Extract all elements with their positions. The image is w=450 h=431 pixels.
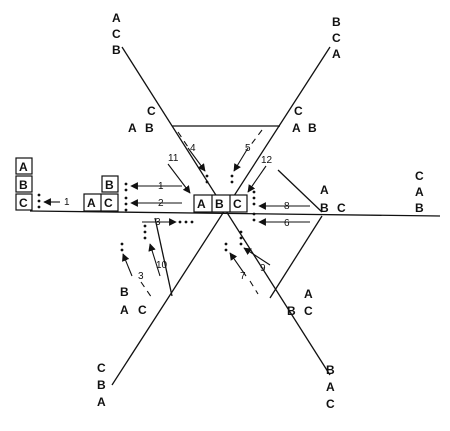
label-1-left: 1 (64, 197, 70, 208)
stack-lower-left-inner-3: C (138, 303, 147, 317)
box-center-label-2: B (215, 197, 224, 211)
label-12: 12 (261, 155, 273, 166)
label-4: 4 (190, 143, 196, 154)
stack-top-right-3: A (332, 47, 341, 61)
box-left-stack-3 (15, 193, 33, 211)
label-11: 11 (168, 153, 179, 164)
right-triangle-lower (269, 215, 323, 299)
stack-inner-upper-left-2: A (128, 121, 137, 135)
arrow-12 (247, 165, 267, 193)
stack-right-far-3: B (415, 201, 424, 215)
stack-bottom-right-2: A (326, 380, 335, 394)
arrow-10 (148, 243, 161, 277)
box-left-stack-2 (15, 175, 33, 193)
label-3-horizontal: 3 (155, 217, 161, 228)
arrow-9 (243, 247, 271, 266)
diagonal-ne-sw (111, 46, 331, 386)
box-mid-pair-label-2: C (104, 196, 113, 210)
structure-lines (29, 46, 441, 386)
label-8: 8 (284, 201, 290, 212)
stack-top-left-3: B (112, 43, 121, 57)
stack-bottom-left-1: C (97, 361, 106, 375)
stack-top-left-1: A (112, 11, 121, 25)
left-triangle-side (154, 217, 173, 297)
label-7: 7 (240, 271, 246, 282)
stack-bottom-right-1: B (326, 363, 335, 377)
stack-right-far-2: A (415, 185, 424, 199)
stack-top-right-2: C (332, 31, 341, 45)
stack-bottom-right-3: C (326, 397, 335, 411)
position-dots (37, 174, 256, 252)
label-3-lower: 3 (138, 271, 144, 282)
label-6: 6 (284, 218, 290, 229)
label-5: 5 (245, 143, 251, 154)
stack-lower-right-inner-1: A (304, 287, 313, 301)
stack-inner-upper-right-2: A (292, 121, 301, 135)
box-mid-pair-label-1: A (87, 196, 96, 210)
stack-lower-left-inner-2: A (120, 303, 129, 317)
arrow-5 (233, 147, 249, 172)
stack-inner-upper-left-3: B (145, 121, 154, 135)
move-arrows (43, 147, 310, 277)
block-boxes: A B C B A C A B C (15, 157, 248, 213)
stack-right-inner-2: B (320, 201, 329, 215)
box-center-label-1: A (197, 197, 206, 211)
stack-right-inner-3: C (337, 201, 346, 215)
stack-lower-left-inner-1: B (120, 285, 129, 299)
stack-top-left-2: C (112, 27, 121, 41)
stack-right-inner-1: A (320, 183, 329, 197)
right-triangle-side (277, 169, 323, 213)
stack-bottom-left-3: A (97, 395, 106, 409)
stack-lower-right-inner-3: C (304, 304, 313, 318)
box-left-stack-1 (15, 157, 33, 175)
box-mid-top-label: B (105, 178, 114, 192)
box-center-label-3: C (233, 197, 242, 211)
box-left-stack-label-2: B (19, 178, 28, 192)
letter-stacks: A C B B C A C A B C A B C A B A B C B A … (97, 11, 424, 411)
label-2: 2 (158, 198, 164, 209)
label-9: 9 (260, 263, 266, 274)
arrow-11 (167, 163, 191, 194)
dashed-tails (140, 129, 263, 299)
move-labels: 1 1 2 3 3 4 5 6 7 8 9 10 11 12 (64, 143, 290, 282)
box-left-stack-label-1: A (19, 160, 28, 174)
label-1-mid: 1 (158, 181, 164, 192)
stack-inner-upper-right-1: C (294, 104, 303, 118)
stack-inner-upper-right-3: B (308, 121, 317, 135)
arrow-7 (229, 252, 247, 277)
stack-lower-right-inner-2: B (287, 304, 296, 318)
box-center-triple (193, 194, 248, 213)
arrow-3-lower (122, 253, 133, 277)
stack-bottom-left-2: B (97, 378, 106, 392)
horizontal-axis (29, 210, 441, 217)
box-left-stack-label-3: C (19, 196, 28, 210)
stack-top-right-1: B (332, 15, 341, 29)
stack-right-far-1: C (415, 169, 424, 183)
arrow-4 (187, 147, 206, 172)
label-10: 10 (156, 260, 168, 271)
stack-inner-upper-left-1: C (147, 104, 156, 118)
box-mid-top (101, 175, 119, 193)
